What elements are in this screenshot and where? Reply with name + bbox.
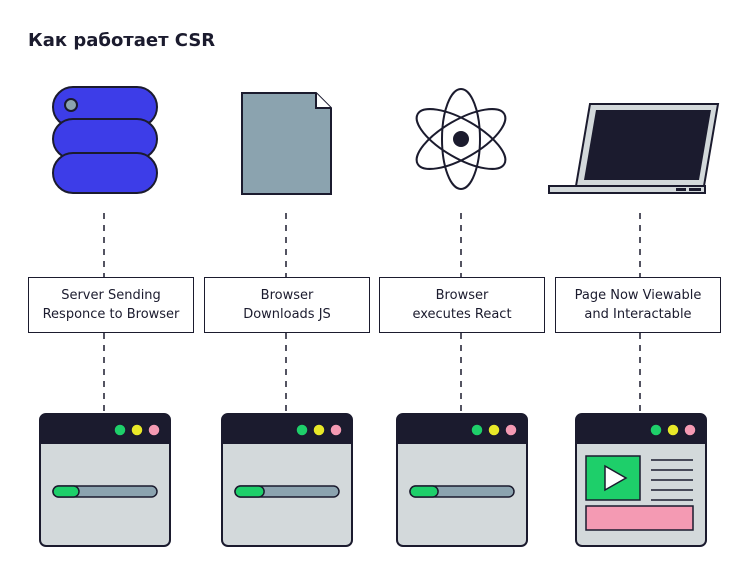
step-label-4: Page Now Viewable and Interactable bbox=[555, 277, 721, 333]
browser-window-2 bbox=[221, 413, 353, 547]
browser-windows bbox=[39, 413, 707, 547]
pink-dot-icon bbox=[683, 423, 697, 437]
browser-window-4 bbox=[575, 413, 707, 547]
yellow-dot-icon bbox=[312, 423, 326, 437]
play-icon bbox=[604, 464, 628, 492]
page-title: Как работает CSR bbox=[28, 30, 216, 51]
progress-fill bbox=[52, 485, 80, 498]
yellow-dot-icon bbox=[487, 423, 501, 437]
green-dot-icon bbox=[295, 423, 309, 437]
pink-dot-icon bbox=[329, 423, 343, 437]
yellow-dot-icon bbox=[130, 423, 144, 437]
green-dot-icon bbox=[649, 423, 663, 437]
server-icon bbox=[52, 86, 158, 194]
progress-fill bbox=[234, 485, 265, 498]
progress-fill bbox=[409, 485, 439, 498]
green-dot-icon bbox=[470, 423, 484, 437]
laptop-icon bbox=[548, 103, 720, 194]
dashed-connectors bbox=[103, 213, 641, 412]
step-label-1: Server Sending Responce to Browser bbox=[28, 277, 194, 333]
step-label-3: Browser executes React bbox=[379, 277, 545, 333]
content-banner bbox=[585, 505, 694, 531]
green-dot-icon bbox=[113, 423, 127, 437]
pink-dot-icon bbox=[504, 423, 518, 437]
document-icon bbox=[241, 92, 332, 195]
yellow-dot-icon bbox=[666, 423, 680, 437]
atom-icon bbox=[415, 88, 507, 190]
browser-window-1 bbox=[39, 413, 171, 547]
step-label-2: Browser Downloads JS bbox=[204, 277, 370, 333]
browser-window-3 bbox=[396, 413, 528, 547]
pink-dot-icon bbox=[147, 423, 161, 437]
